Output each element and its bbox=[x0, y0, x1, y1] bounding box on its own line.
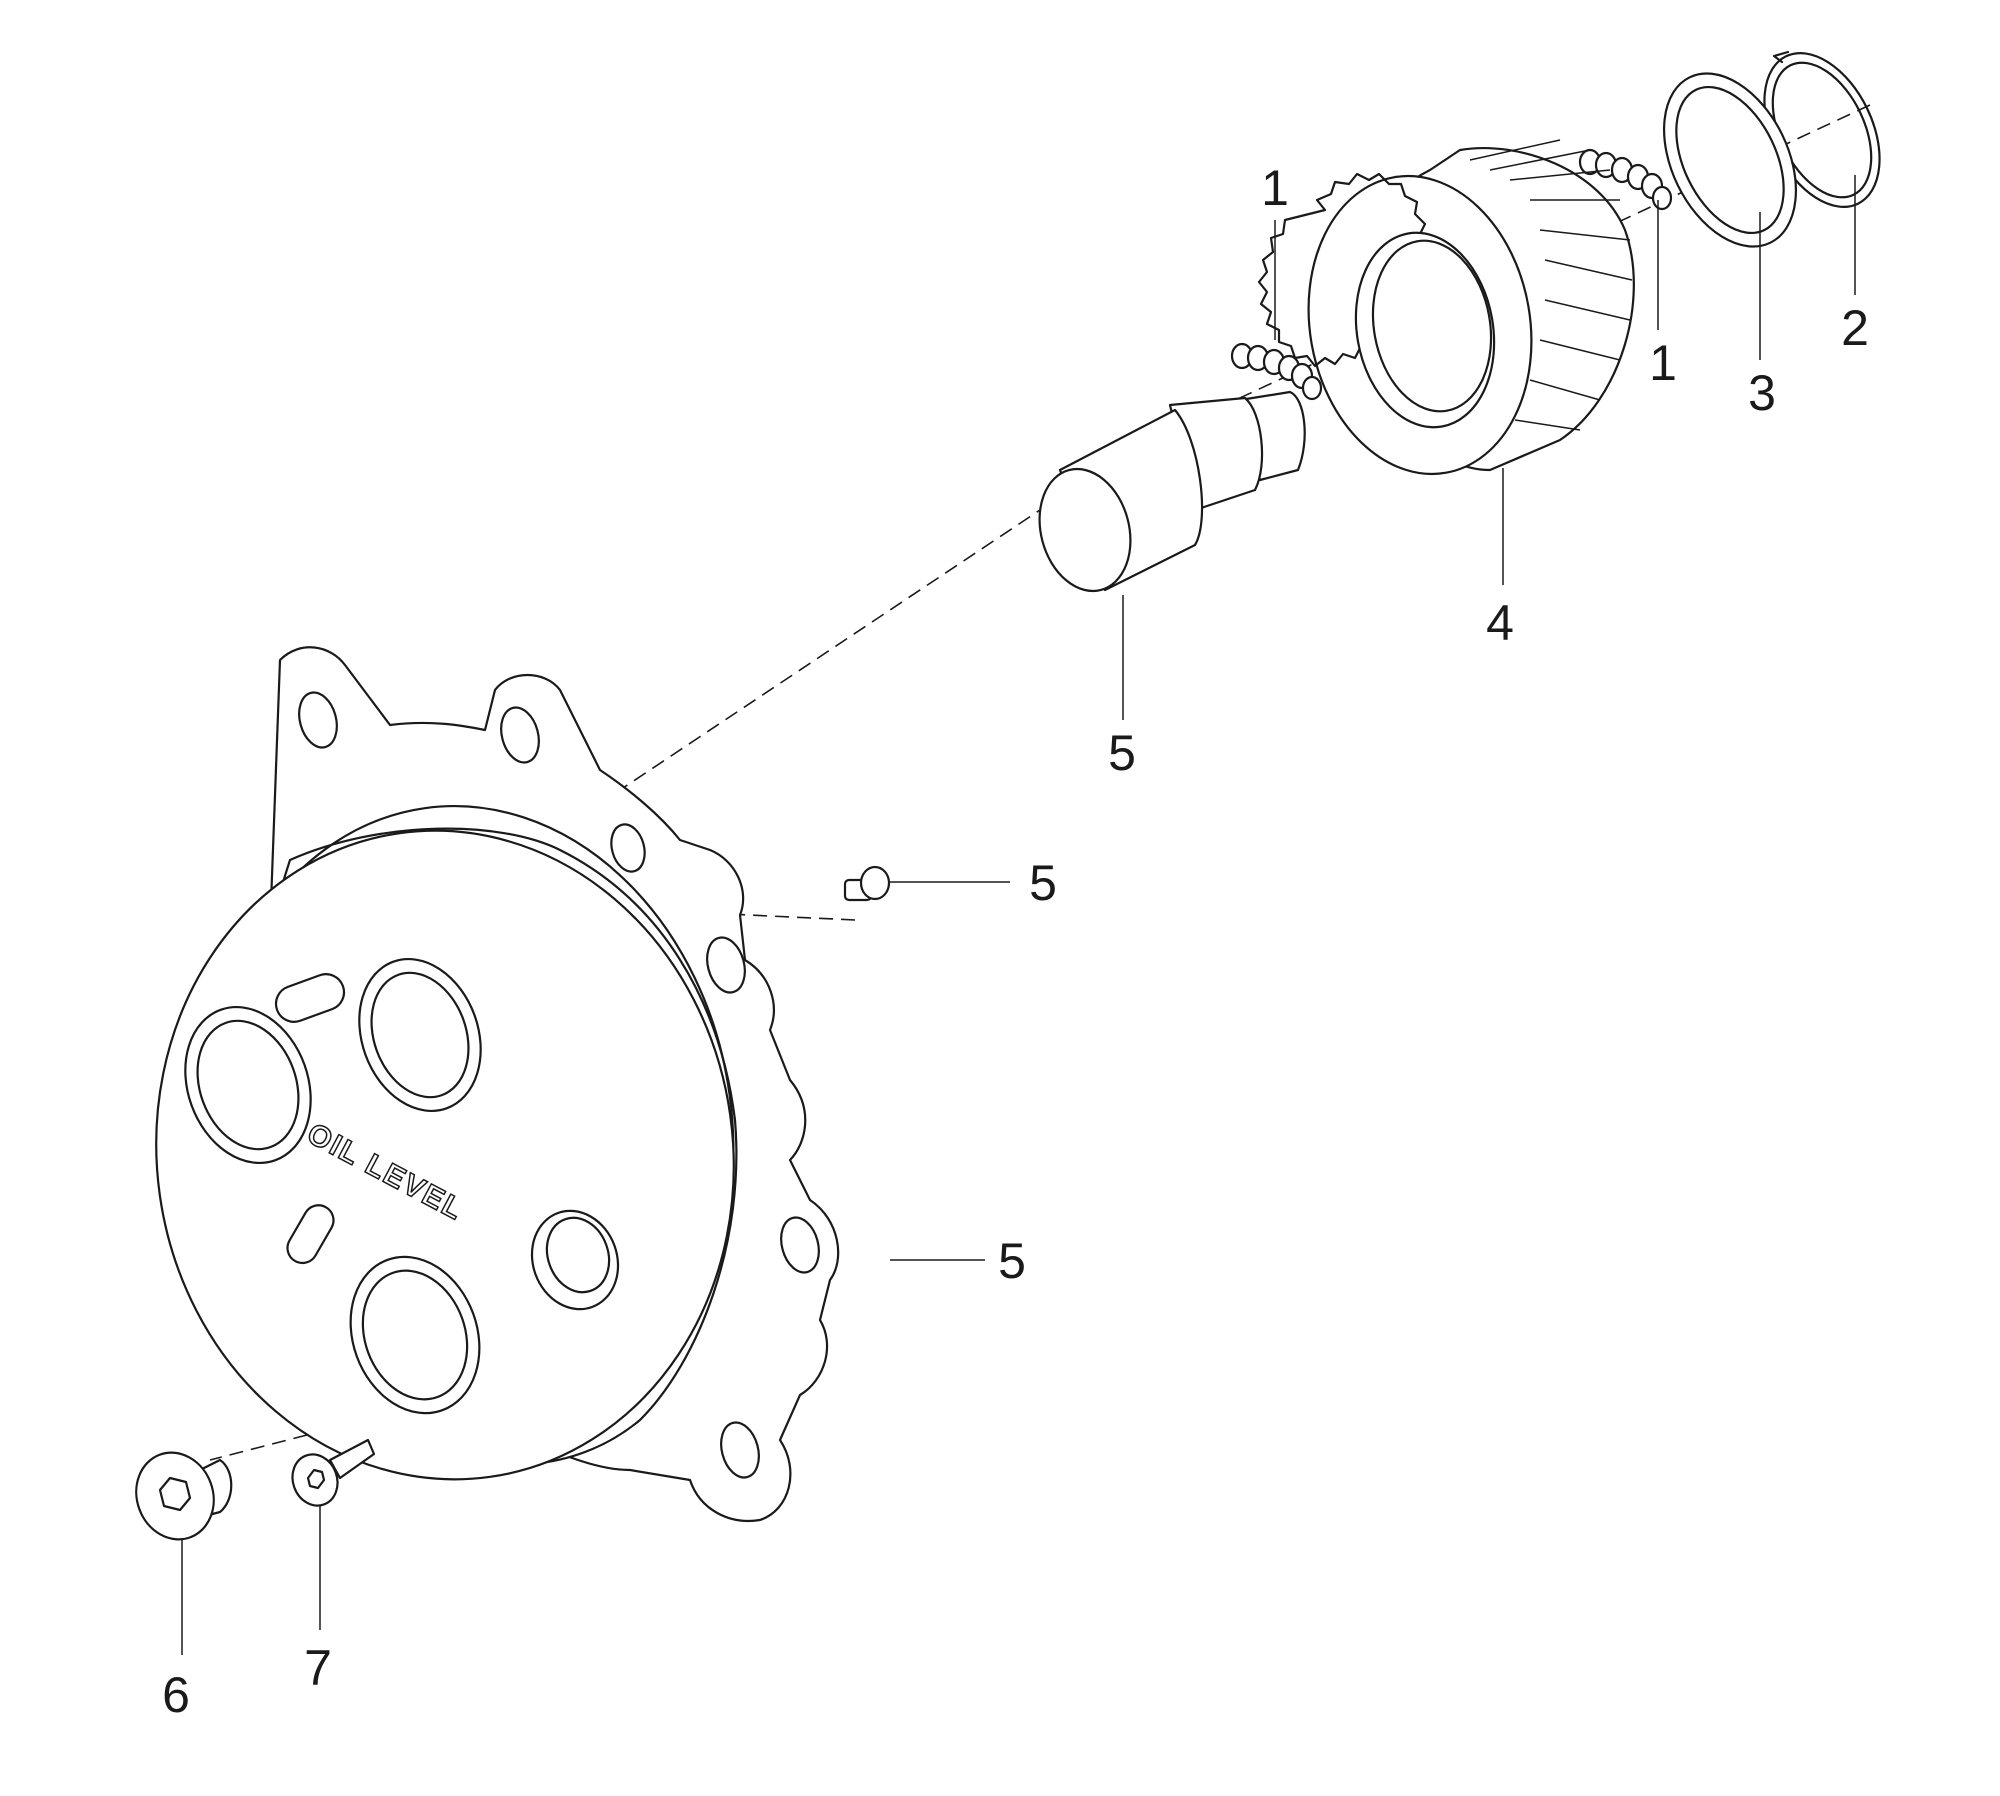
needle-rollers-left bbox=[1230, 342, 1323, 401]
callout-6: 6 bbox=[162, 1667, 190, 1723]
callout-5-housing: 5 bbox=[998, 1233, 1026, 1289]
callout-5-plug: 5 bbox=[1029, 855, 1057, 911]
hub-housing: OIL LEVEL bbox=[155, 646, 840, 1523]
callout-5-shaft: 5 bbox=[1108, 725, 1136, 781]
stepped-shaft bbox=[1038, 390, 1306, 593]
callout-2: 2 bbox=[1841, 300, 1869, 356]
thrust-washer bbox=[1662, 72, 1798, 248]
drain-plug bbox=[135, 1451, 233, 1541]
callout-4: 4 bbox=[1486, 595, 1514, 651]
callout-3: 3 bbox=[1748, 365, 1776, 421]
callout-labels: 1 1 2 3 4 5 5 5 6 7 bbox=[162, 160, 1869, 1723]
small-plug bbox=[843, 865, 891, 902]
countersunk-screw bbox=[291, 1438, 376, 1507]
callout-1-left: 1 bbox=[1261, 160, 1289, 216]
callout-7: 7 bbox=[304, 1640, 332, 1696]
splined-gear bbox=[1257, 139, 1635, 476]
leader-lines bbox=[181, 175, 1856, 1655]
callout-1-right: 1 bbox=[1649, 335, 1677, 391]
